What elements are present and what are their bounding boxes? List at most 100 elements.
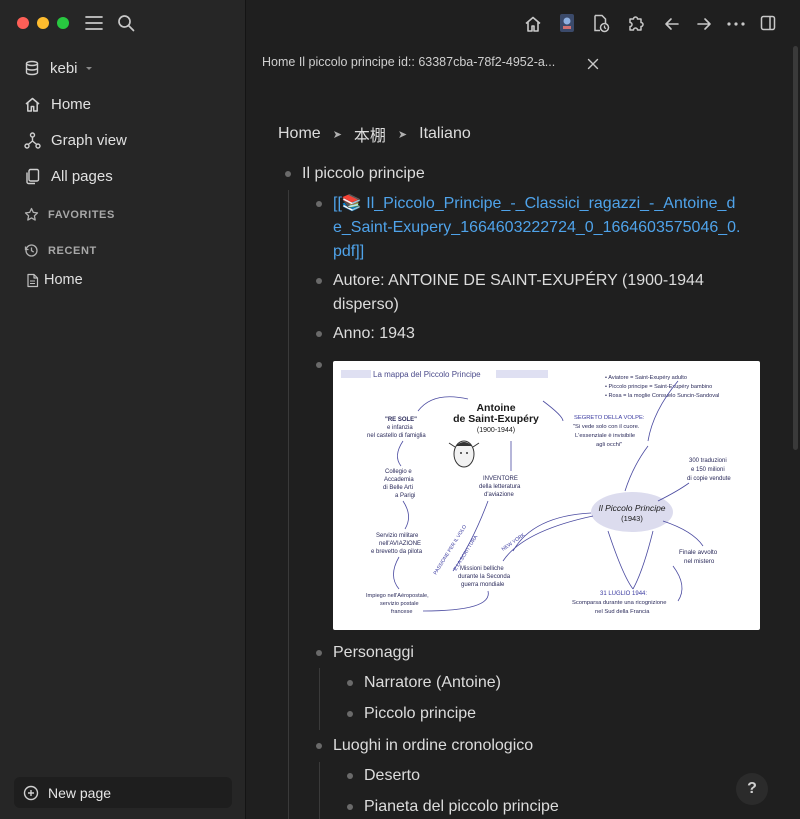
sidebar-item-graph-view[interactable]: Graph view	[24, 128, 127, 152]
pdf-link-block[interactable]: [[📚 Il_Piccolo_Principe_-_Classici_ragaz…	[333, 192, 743, 264]
map-node-text: Collegio e	[385, 469, 412, 475]
map-node-text: servizio postale	[380, 601, 419, 607]
search-icon[interactable]	[117, 14, 135, 32]
block-text: Anno: 1943	[333, 325, 415, 342]
recent-label: RECENT	[48, 244, 97, 257]
star-icon	[24, 207, 39, 221]
block-text: Deserto	[364, 767, 421, 784]
recent-item-home[interactable]: Home	[26, 268, 83, 292]
map-center-node	[591, 492, 673, 532]
recent-item-label: Home	[44, 272, 83, 288]
map-node-text: nell'AVIAZIONE	[379, 541, 421, 547]
tab-page[interactable]: Home Il piccolo principe id:: 63387cba-7…	[262, 55, 555, 69]
map-node-text: durante la Seconda	[458, 574, 511, 580]
map-node-text: guerra mondiale	[461, 582, 505, 588]
map-center-title: Il Piccolo Principe	[598, 503, 665, 513]
breadcrumb-item-shelf[interactable]: 本棚	[353, 128, 386, 145]
scrollbar-thumb[interactable]	[793, 46, 798, 450]
pdf-link[interactable]: 📚 Il_Piccolo_Principe_-_Classici_ragazzi…	[333, 195, 741, 260]
database-icon	[25, 60, 39, 76]
block-bullet[interactable]	[316, 201, 322, 207]
map-header-stripe	[496, 370, 548, 378]
close-icon[interactable]	[587, 58, 599, 70]
block-root-title[interactable]: Il piccolo principe	[302, 162, 425, 186]
plugin-badge-icon[interactable]	[559, 13, 575, 33]
sidebar-item-label: Graph view	[51, 131, 127, 149]
home-icon[interactable]	[524, 15, 542, 33]
embedded-image-map[interactable]: La mappa del Piccolo Principe • Aviatore…	[333, 361, 760, 630]
more-icon[interactable]	[727, 22, 745, 26]
map-legend-line: • Rosa = la moglie Consuelo Suncin-Sando…	[605, 393, 719, 399]
map-node-text: Scomparsa durante una ricognizione	[572, 600, 666, 606]
breadcrumb-item-home[interactable]: Home	[278, 125, 321, 142]
map-node-text: nel Sud della Francia	[595, 609, 650, 615]
personaggi-item[interactable]: Piccolo principe	[364, 702, 476, 726]
sidebar-item-all-pages[interactable]: All pages	[24, 164, 113, 188]
breadcrumb-item-italiano[interactable]: Italiano	[419, 125, 471, 142]
link-close-bracket: ]]	[355, 243, 365, 260]
new-page-label: New page	[48, 784, 112, 801]
tab-label: Home Il piccolo principe id:: 63387cba-7…	[262, 55, 556, 69]
puzzle-icon[interactable]	[627, 14, 646, 33]
map-node-text: e 150 milioni	[691, 467, 725, 473]
plus-circle-icon	[23, 785, 39, 800]
window-zoom-button[interactable]	[57, 17, 69, 29]
home-icon	[25, 97, 40, 112]
block-bullet[interactable]	[347, 773, 353, 779]
page-icon	[27, 273, 39, 287]
block-bullet[interactable]	[316, 278, 322, 284]
block-bullet[interactable]	[316, 743, 322, 749]
block-text: Luoghi in ordine cronologico	[333, 737, 534, 754]
block-text: Il piccolo principe	[302, 165, 425, 182]
menu-icon[interactable]	[85, 15, 103, 31]
map-node-text: SEGRETO DELLA VOLPE:	[574, 415, 645, 421]
personaggi-item[interactable]: Narratore (Antoine)	[364, 671, 501, 695]
map-node-text: Missioni belliche	[460, 566, 504, 572]
map-node-text: INVENTORE	[483, 476, 518, 482]
right-sidebar-toggle-icon[interactable]	[760, 15, 776, 31]
block-bullet[interactable]	[347, 804, 353, 810]
map-legend-line: • Piccolo principe = Saint-Exupéry bambi…	[605, 384, 712, 390]
arrow-left-icon[interactable]	[663, 15, 681, 33]
arrow-right-icon[interactable]	[695, 15, 713, 33]
block-bullet[interactable]	[285, 171, 291, 177]
block-text: Personaggi	[333, 644, 414, 661]
breadcrumb-separator-icon: ➤	[397, 128, 408, 141]
map-center-year: (1943)	[621, 514, 643, 523]
map-author-name-2: de Saint-Exupéry	[453, 413, 539, 425]
recent-section-header[interactable]: RECENT	[24, 243, 97, 258]
luoghi-item[interactable]: Pianeta del piccolo principe	[364, 795, 559, 819]
map-node-text: "Si vede solo con il cuore.	[573, 424, 640, 430]
map-node-text: 300 traduzioni	[689, 458, 727, 464]
outline-guide-line	[319, 762, 320, 819]
block-bullet[interactable]	[316, 331, 322, 337]
map-node-text: Finale avvolto	[679, 549, 718, 556]
block-bullet[interactable]	[347, 711, 353, 717]
block-text: Piccolo principe	[364, 705, 477, 722]
personaggi-block[interactable]: Personaggi	[333, 641, 414, 665]
left-sidebar: kebi Home Graph view All pages FAVORITES…	[0, 0, 246, 819]
outline-guide-line	[288, 190, 289, 819]
map-node-text: a Parigi	[395, 493, 415, 499]
graph-switcher[interactable]: kebi	[24, 56, 94, 80]
favorites-section-header[interactable]: FAVORITES	[24, 207, 115, 222]
window-minimize-button[interactable]	[37, 17, 49, 29]
new-page-button[interactable]: New page	[14, 777, 232, 808]
journal-calendar-icon[interactable]	[592, 14, 610, 33]
pages-icon	[26, 168, 40, 184]
luoghi-block[interactable]: Luoghi in ordine cronologico	[333, 734, 533, 758]
link-open-bracket: [[	[333, 195, 342, 212]
map-arrows	[393, 380, 704, 612]
block-bullet[interactable]	[347, 680, 353, 686]
author-block[interactable]: Autore: ANTOINE DE SAINT-EXUPÉRY (1900-1…	[333, 269, 743, 317]
luoghi-item[interactable]: Deserto	[364, 764, 420, 788]
breadcrumb-separator-icon: ➤	[332, 128, 342, 141]
sidebar-item-label: Home	[51, 95, 92, 113]
block-bullet[interactable]	[316, 362, 322, 368]
window-close-button[interactable]	[17, 17, 29, 29]
block-bullet[interactable]	[316, 650, 322, 656]
sidebar-item-home[interactable]: Home	[24, 92, 91, 116]
map-author-years: (1900-1944)	[477, 427, 515, 434]
help-button[interactable]: ?	[736, 773, 768, 805]
year-block[interactable]: Anno: 1943	[333, 322, 415, 346]
